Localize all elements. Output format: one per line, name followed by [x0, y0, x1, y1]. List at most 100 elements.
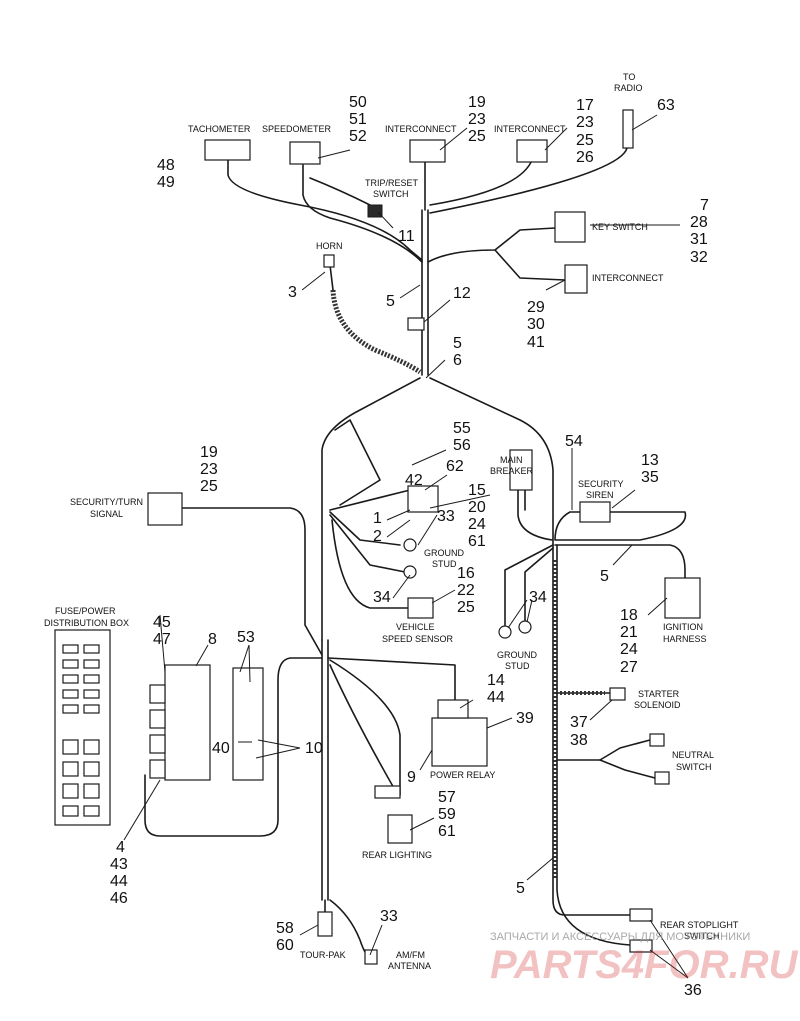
ground-ring-2 [403, 565, 417, 579]
relay-connector-block [164, 664, 211, 781]
tachometer-connector [204, 139, 251, 161]
label-ground-stud-2b: STUD [505, 661, 530, 671]
callout: 33 [380, 908, 398, 925]
label-power-relay: POWER RELAY [430, 770, 495, 780]
label-interconnect-3: INTERCONNECT [592, 273, 664, 283]
callout: 55 [453, 420, 471, 437]
callout: 2 [373, 528, 382, 545]
callout: 8 [208, 631, 217, 648]
harness-wires [144, 147, 687, 959]
callout: 44 [110, 873, 128, 890]
label-interconnect-2: INTERCONNECT [494, 124, 566, 134]
callout: 17 [576, 97, 594, 114]
interconnect-connector-1 [409, 139, 446, 163]
callout: 61 [438, 823, 456, 840]
callout: 30 [527, 316, 545, 333]
callout: 42 [405, 472, 423, 489]
callout: 6 [453, 352, 462, 369]
mini-fuse-block [232, 667, 264, 781]
callout: 1 [373, 510, 382, 527]
label-neutral-2: SWITCH [676, 762, 712, 772]
callout: 24 [468, 516, 486, 533]
callout: 45 [153, 614, 171, 631]
callout: 39 [516, 710, 534, 727]
callout: 33 [437, 508, 455, 525]
callout: 34 [529, 589, 547, 606]
callout: 56 [453, 437, 471, 454]
callout: 21 [620, 624, 638, 641]
ignition-harness-connector [664, 577, 701, 619]
label-security-turn-1: SECURITY/TURN [70, 497, 143, 507]
label-ignition-1: IGNITION [663, 622, 703, 632]
components [54, 109, 701, 965]
watermark-brand: PARTS4FOR.RU [490, 943, 799, 987]
callout: 31 [690, 231, 708, 248]
label-starter-1: STARTER [638, 689, 680, 699]
callout: 9 [407, 769, 416, 786]
interconnect-connector-2 [516, 139, 548, 163]
security-siren [579, 501, 611, 523]
callout: 52 [349, 128, 367, 145]
callout: 23 [200, 461, 218, 478]
callout: 23 [576, 114, 594, 131]
label-ignition-2: HARNESS [663, 634, 707, 644]
callout: 58 [276, 920, 294, 937]
callout: 25 [576, 132, 594, 149]
label-security-turn-2: SIGNAL [90, 509, 123, 519]
label-am-fm-2: ANTENNA [388, 961, 431, 971]
rear-stoplight-switch-connector-2 [629, 939, 653, 953]
label-rear-lighting: REAR LIGHTING [362, 850, 432, 860]
callout: 25 [457, 599, 475, 616]
label-rear-stoplight-1: REAR STOPLIGHT [660, 920, 739, 930]
callout: 32 [690, 249, 708, 266]
watermark-tagline: ЗАПЧАСТИ И АКСЕССУАРЫ ДЛЯ МОТОТЕХНИКИ [490, 931, 750, 943]
callout: 46 [110, 890, 128, 907]
callout: 26 [576, 149, 594, 166]
watermark: ЗАПЧАСТИ И АКСЕССУАРЫ ДЛЯ МОТОТЕХНИКИ PA… [490, 931, 799, 987]
callout: 12 [453, 285, 471, 302]
ground-ring-4 [518, 620, 532, 634]
label-interconnect-1: INTERCONNECT [385, 124, 457, 134]
callout: 15 [468, 482, 486, 499]
callout: 61 [468, 533, 486, 550]
callout: 24 [620, 641, 638, 658]
label-security-siren-2: SIREN [586, 490, 614, 500]
horn-connector [323, 254, 335, 268]
callout: 59 [438, 806, 456, 823]
callout: 60 [276, 937, 294, 954]
callout: 16 [457, 565, 475, 582]
callout: 25 [468, 128, 486, 145]
callout: 7 [700, 197, 709, 214]
label-key-switch: KEY SWITCH [592, 222, 648, 232]
callout: 4 [116, 839, 125, 856]
callout: 14 [487, 672, 505, 689]
callout: 11 [398, 228, 415, 245]
callout: 5 [516, 880, 525, 897]
starter-solenoid-connector [609, 687, 626, 701]
leader-lines [123, 114, 689, 979]
speedometer-connector [289, 141, 321, 165]
key-switch-connector [554, 211, 586, 243]
radio-connector [622, 109, 634, 149]
label-am-fm-1: AM/FM [396, 950, 425, 960]
neutral-switch-connector-2 [654, 771, 670, 785]
callout: 57 [438, 789, 456, 806]
label-tachometer: TACHOMETER [188, 124, 251, 134]
label-main-breaker-2: BREAKER [490, 466, 534, 476]
label-speedometer: SPEEDOMETER [262, 124, 332, 134]
power-relay [431, 717, 488, 767]
callout: 20 [468, 499, 486, 516]
label-ground-stud-1b: STUD [432, 559, 457, 569]
label-to-radio-1: TO [623, 72, 635, 82]
callout: 19 [200, 444, 218, 461]
callout: 53 [237, 629, 255, 646]
callout: 5 [386, 293, 395, 310]
main-breaker [509, 449, 533, 491]
ground-ring-1 [403, 538, 417, 552]
label-security-siren-1: SECURITY [578, 479, 624, 489]
callout: 50 [349, 94, 367, 111]
callout: 63 [657, 97, 675, 114]
ground-ring-3 [498, 625, 512, 639]
callout: 35 [641, 469, 659, 486]
callout: 43 [110, 856, 128, 873]
